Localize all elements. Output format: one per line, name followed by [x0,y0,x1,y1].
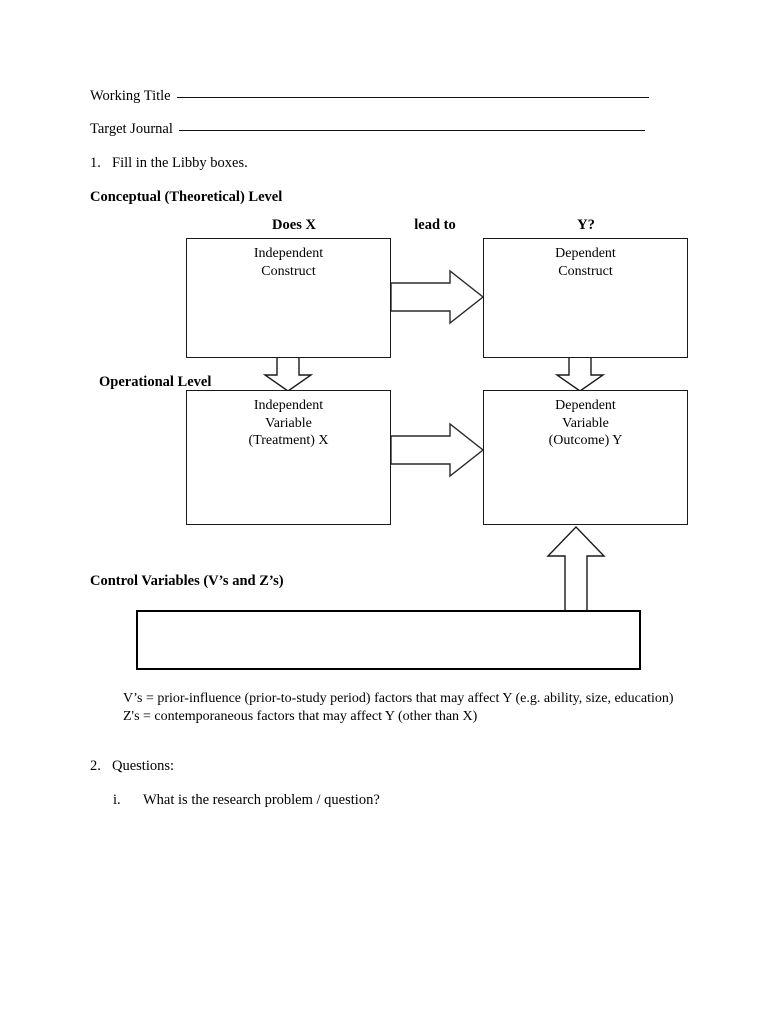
list-item-1: 1. Fill in the Libby boxes. [90,155,248,172]
sub-question-i-marker: i. [113,792,121,808]
list-item-1-text: Fill in the Libby boxes. [112,155,248,171]
column-heading-lead-to: lead to [414,217,456,233]
list-item-2-marker: 2. [90,758,101,774]
list-item-2-text: Questions: [112,758,175,774]
sub-question-i: i. What is the research problem / questio… [113,792,380,809]
arrow-up-control-variables [546,525,606,612]
list-item-1-marker: 1. [90,155,101,171]
list-item-2: 2. Questions: [90,758,174,775]
working-title-input-rule[interactable] [176,97,649,98]
box-independent-construct[interactable]: Independent Construct [186,238,391,358]
box-dependent-construct-text: Dependent Construct [555,246,616,279]
working-title-label: Working Title [90,88,171,104]
arrow-down-dependent [554,356,606,392]
heading-conceptual-level: Conceptual (Theoretical) Level [90,189,283,205]
arrow-down-independent [262,356,314,392]
box-independent-construct-text: Independent Construct [253,246,324,279]
column-heading-does-x: Does X [272,217,316,233]
column-heading-y: Y? [577,217,595,233]
legend-block: V’s = prior-influence (prior-to-study pe… [123,690,703,726]
arrow-conceptual-horizontal [390,269,485,325]
target-journal-label: Target Journal [90,121,173,137]
box-dependent-variable[interactable]: Dependent Variable (Outcome) Y [483,390,688,525]
box-dependent-variable-text: Dependent Variable (Outcome) Y [548,398,623,448]
legend-v-definition: V’s = prior-influence (prior-to-study pe… [123,691,674,706]
heading-operational-level: Operational Level [99,374,212,390]
box-control-variables[interactable] [136,610,641,670]
working-title-field-row: Working Title [90,88,649,105]
box-dependent-construct[interactable]: Dependent Construct [483,238,688,358]
heading-control-variables: Control Variables (V’s and Z’s) [90,573,284,589]
box-independent-variable[interactable]: Independent Variable (Treatment) X [186,390,391,525]
box-independent-variable-text: Independent Variable (Treatment) X [248,398,329,448]
legend-z-definition: Z's = contemporaneous factors that may a… [123,709,478,725]
target-journal-input-rule[interactable] [178,130,645,131]
sub-question-i-text: What is the research problem / question? [143,792,380,808]
target-journal-field-row: Target Journal [90,121,645,138]
arrow-operational-horizontal [390,422,485,478]
